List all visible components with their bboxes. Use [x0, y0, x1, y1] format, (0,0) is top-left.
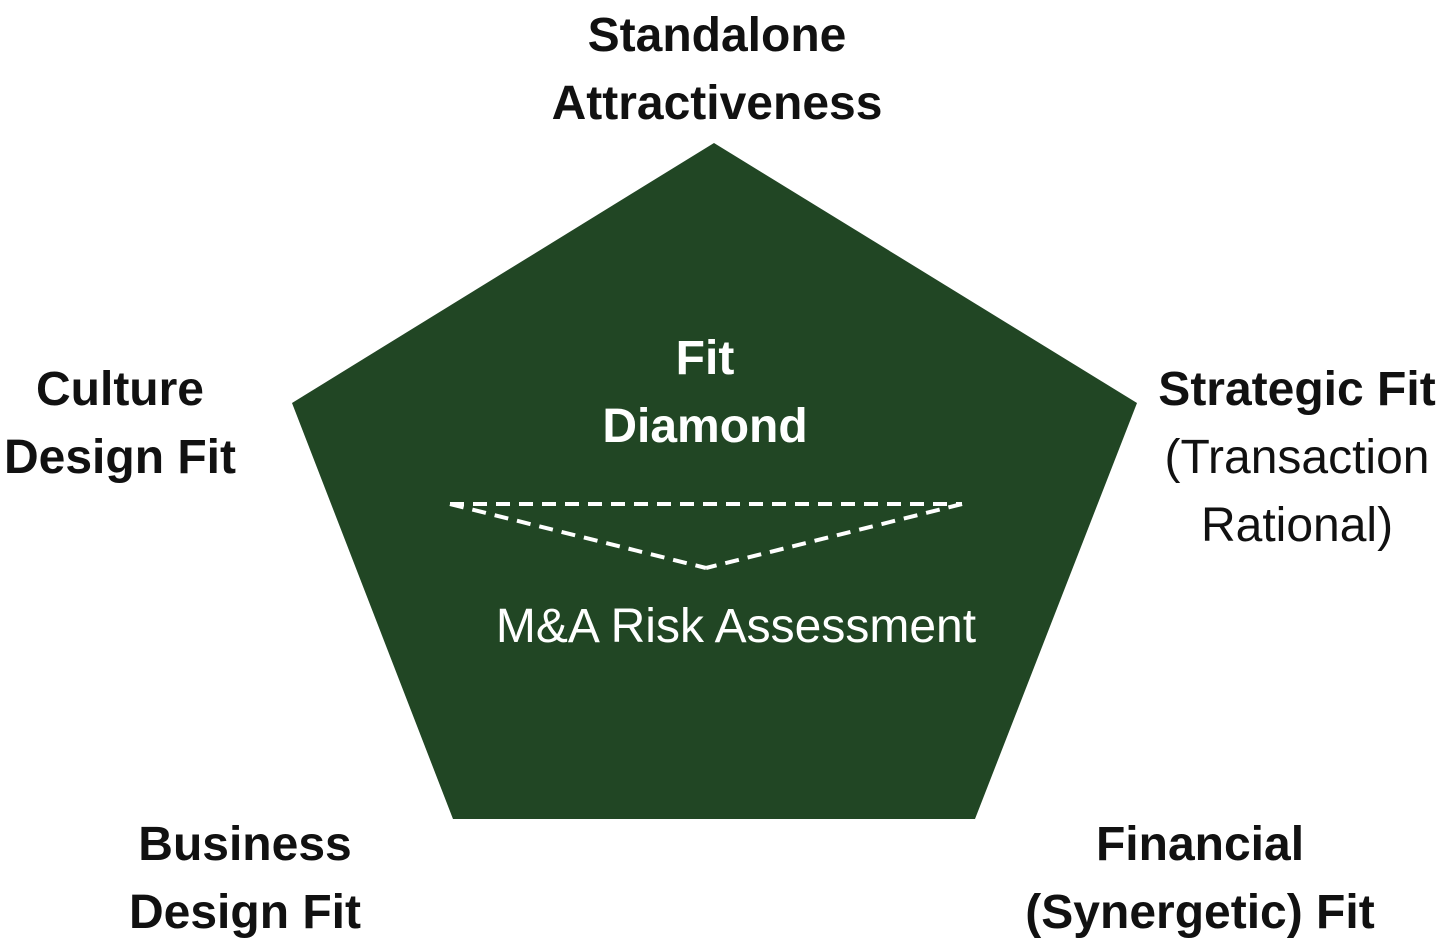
label-left-line1: Culture: [36, 363, 204, 416]
label-right-line1: Strategic Fit: [1158, 363, 1436, 416]
label-right-line2: (Transaction: [1164, 431, 1430, 484]
label-financial-synergetic-fit: Financial (Synergetic) Fit: [1000, 811, 1400, 947]
label-culture-design-fit: Culture Design Fit: [0, 356, 240, 492]
label-bottom-left-line2: Design Fit: [128, 886, 361, 939]
label-top-line2: Attractiveness: [551, 77, 883, 130]
label-strategic-fit: Strategic Fit (Transaction Rational): [1140, 356, 1454, 560]
fit-diamond-pentagon: [292, 143, 1137, 819]
label-top-line1: Standalone: [587, 9, 847, 62]
label-bottom-right-line2: (Synergetic) Fit: [1025, 886, 1375, 939]
label-business-design-fit: Business Design Fit: [95, 811, 395, 947]
center-title-line1: Fit: [675, 332, 735, 385]
label-standalone-attractiveness: Standalone Attractiveness: [527, 2, 907, 138]
label-left-line2: Design Fit: [3, 431, 236, 484]
dashed-triangle-marker: [449, 502, 963, 570]
label-bottom-right-line1: Financial: [1095, 818, 1305, 871]
center-subtitle: M&A Risk Assessment: [495, 600, 977, 653]
center-title-line2: Diamond: [602, 400, 808, 453]
dashed-right-line: [705, 502, 963, 570]
label-bottom-left-line1: Business: [138, 818, 352, 871]
label-right-line3: Rational): [1200, 499, 1394, 552]
dashed-left-line: [449, 502, 707, 570]
center-title: Fit Diamond: [555, 325, 855, 461]
